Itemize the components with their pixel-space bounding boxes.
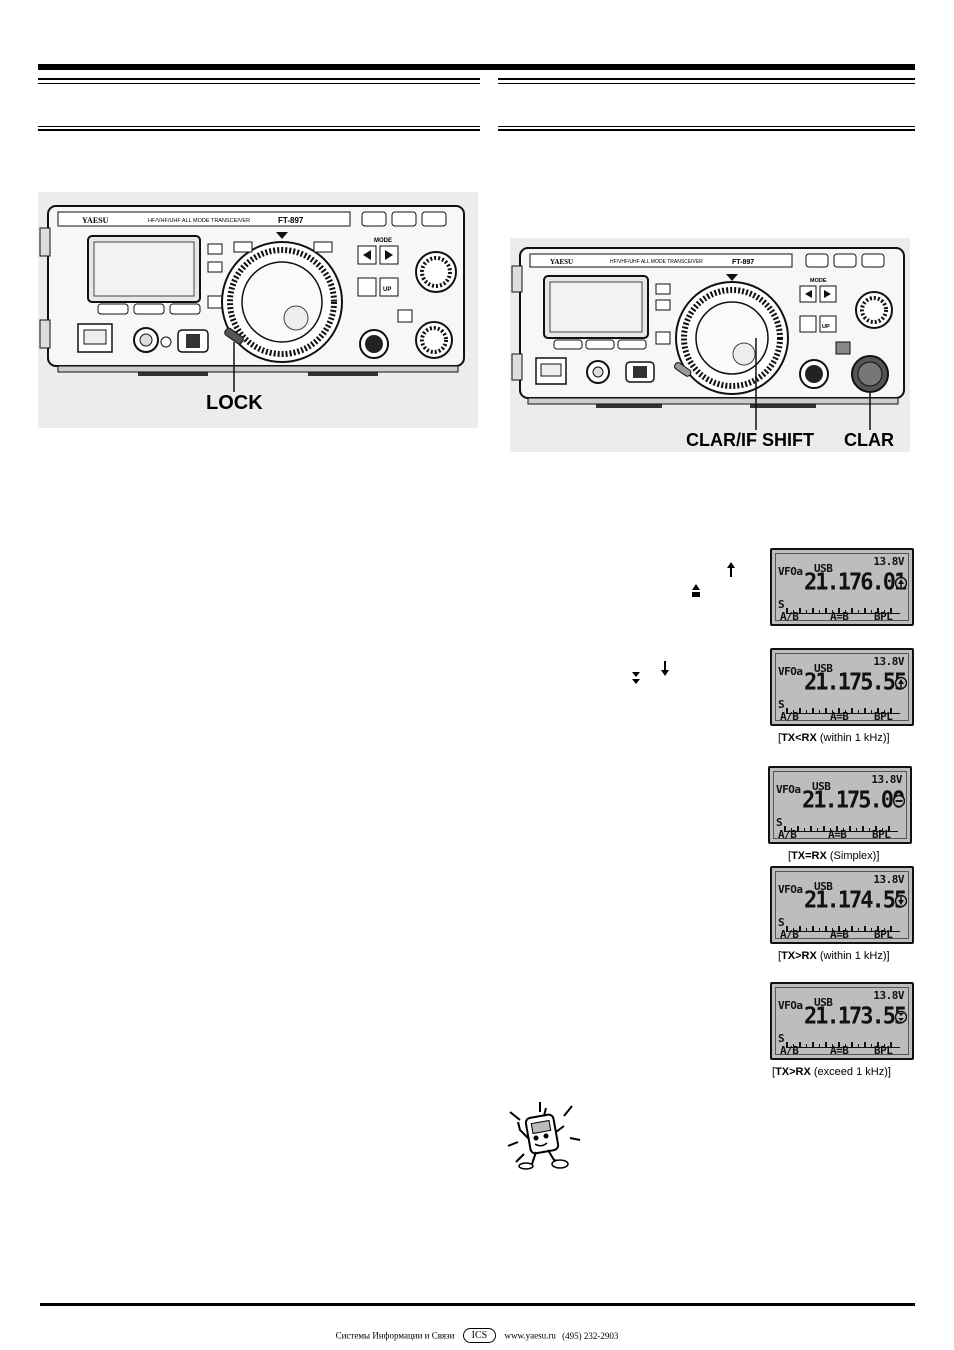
clar-if-shift-caption: CLAR/IF SHIFT (686, 430, 814, 450)
model-desc-label-right: HF/VHF/UHF ALL MODE TRANSCEIVER (610, 259, 703, 265)
vfo-label: VFOa (778, 999, 803, 1012)
footer-site: www.yaesu.ru (504, 1330, 556, 1341)
voltage-readout: 13.8V (871, 773, 902, 786)
s-meter-label: S (778, 1032, 785, 1045)
fkey-2: A=B (828, 828, 847, 841)
header-thick-rule (38, 64, 915, 70)
voltage-readout: 13.8V (873, 873, 904, 886)
s-meter-scale (786, 707, 900, 714)
s-meter-scale (786, 925, 900, 932)
double-up-symbol (692, 584, 700, 597)
fkey-1: A/B (780, 610, 799, 623)
section-left-rule-1 (38, 126, 480, 127)
mode-readout: USB (814, 562, 833, 575)
clar-caption: CLAR (844, 430, 894, 450)
vfo-label: VFOa (778, 565, 803, 578)
vfo-label: VFOa (778, 883, 803, 896)
frequency-readout: 21.173.55 (804, 1003, 907, 1030)
up-label-right: UP (822, 324, 830, 330)
mode-readout: USB (814, 996, 833, 1009)
transceiver-front-panel-right: YAESU HF/VHF/UHF ALL MODE TRANSCEIVER FT… (511, 247, 905, 430)
mode-readout: USB (814, 662, 833, 675)
frequency-readout: 21.175.55 (804, 669, 907, 696)
footer: Системы Информации и Связи ICS www.yaesu… (0, 1328, 954, 1343)
down-arrow-symbol (661, 661, 669, 676)
footer-phone: (495) 232-2903 (562, 1330, 619, 1341)
voltage-readout: 13.8V (873, 555, 904, 568)
vfo-label: VFOa (778, 665, 803, 678)
fkey-1: A/B (780, 928, 799, 941)
s-meter-label: S (778, 916, 785, 929)
s-meter-scale (786, 607, 900, 614)
header-left-rule-1 (38, 78, 480, 80)
mode-label: MODE (374, 238, 392, 244)
header-right-rule-2 (498, 83, 915, 84)
mascot-illustration (507, 1102, 581, 1170)
lcd-caption-5: [TX>RX (exceed 1 kHz)] (772, 1066, 891, 1078)
fkey-2: A=B (830, 610, 849, 623)
voltage-readout: 13.8V (873, 655, 904, 668)
lcd-caption-4: [TX>RX (within 1 kHz)] (778, 950, 890, 962)
fkey-2: A=B (830, 928, 849, 941)
double-down-symbol (632, 672, 640, 684)
fkey-1: A/B (778, 828, 797, 841)
section-right-rule-1 (498, 126, 915, 127)
model-label-right: FT-897 (732, 259, 754, 266)
mode-readout: USB (812, 780, 831, 793)
fkey-2: A=B (830, 710, 849, 723)
lock-caption: LOCK (206, 392, 263, 414)
clar-indicator-icon (895, 1010, 907, 1024)
fkey-3: BPL (874, 610, 893, 623)
clar-indicator-icon (895, 894, 907, 908)
clar-indicator-icon (895, 576, 907, 590)
fkey-3: BPL (872, 828, 891, 841)
s-meter-label: S (778, 698, 785, 711)
voltage-readout: 13.8V (873, 989, 904, 1002)
header-right-rule-1 (498, 78, 915, 80)
brand-label: YAESU (82, 216, 109, 225)
frequency-readout: 21.176.01 (804, 569, 907, 596)
mode-label-right: MODE (810, 278, 827, 284)
frequency-readout: 21.175.00 (802, 787, 905, 814)
footer-rule (40, 1303, 915, 1306)
radio-illustration-right: YAESU HF/VHF/UHF ALL MODE TRANSCEIVER FT… (510, 238, 910, 452)
transceiver-front-panel-left: YAESU HF/VHF/UHF ALL MODE TRANSCEIVER FT… (39, 205, 465, 392)
mode-readout: USB (814, 880, 833, 893)
header-left-rule-2 (38, 83, 480, 84)
fkey-3: BPL (874, 710, 893, 723)
footer-company: Системы Информации и Связи (335, 1330, 455, 1341)
fkey-2: A=B (830, 1044, 849, 1057)
lcd-caption-3: [TX=RX (Simplex)] (788, 850, 880, 862)
section-right-rule-2 (498, 129, 915, 131)
fkey-3: BPL (874, 1044, 893, 1057)
frequency-readout: 21.174.55 (804, 887, 907, 914)
s-meter-label: S (778, 598, 785, 611)
model-label: FT-897 (278, 216, 304, 225)
s-meter-scale (784, 825, 898, 832)
s-meter-scale (786, 1041, 900, 1048)
fkey-1: A/B (780, 1044, 799, 1057)
ics-logo: ICS (462, 1328, 497, 1343)
radio-illustration-left: YAESU HF/VHF/UHF ALL MODE TRANSCEIVER FT… (38, 192, 478, 428)
s-meter-label: S (776, 816, 783, 829)
clar-indicator-icon (895, 676, 907, 690)
clar-indicator-icon (893, 794, 905, 808)
model-desc-label: HF/VHF/UHF ALL MODE TRANSCEIVER (148, 218, 250, 224)
up-label: UP (383, 287, 391, 293)
vfo-label: VFOa (776, 783, 801, 796)
up-arrow-symbol (727, 562, 735, 577)
fkey-1: A/B (780, 710, 799, 723)
section-left-rule-2 (38, 129, 480, 131)
lcd-caption-2: [TX<RX (within 1 kHz)] (778, 732, 890, 744)
fkey-3: BPL (874, 928, 893, 941)
brand-label-right: YAESU (550, 258, 573, 266)
